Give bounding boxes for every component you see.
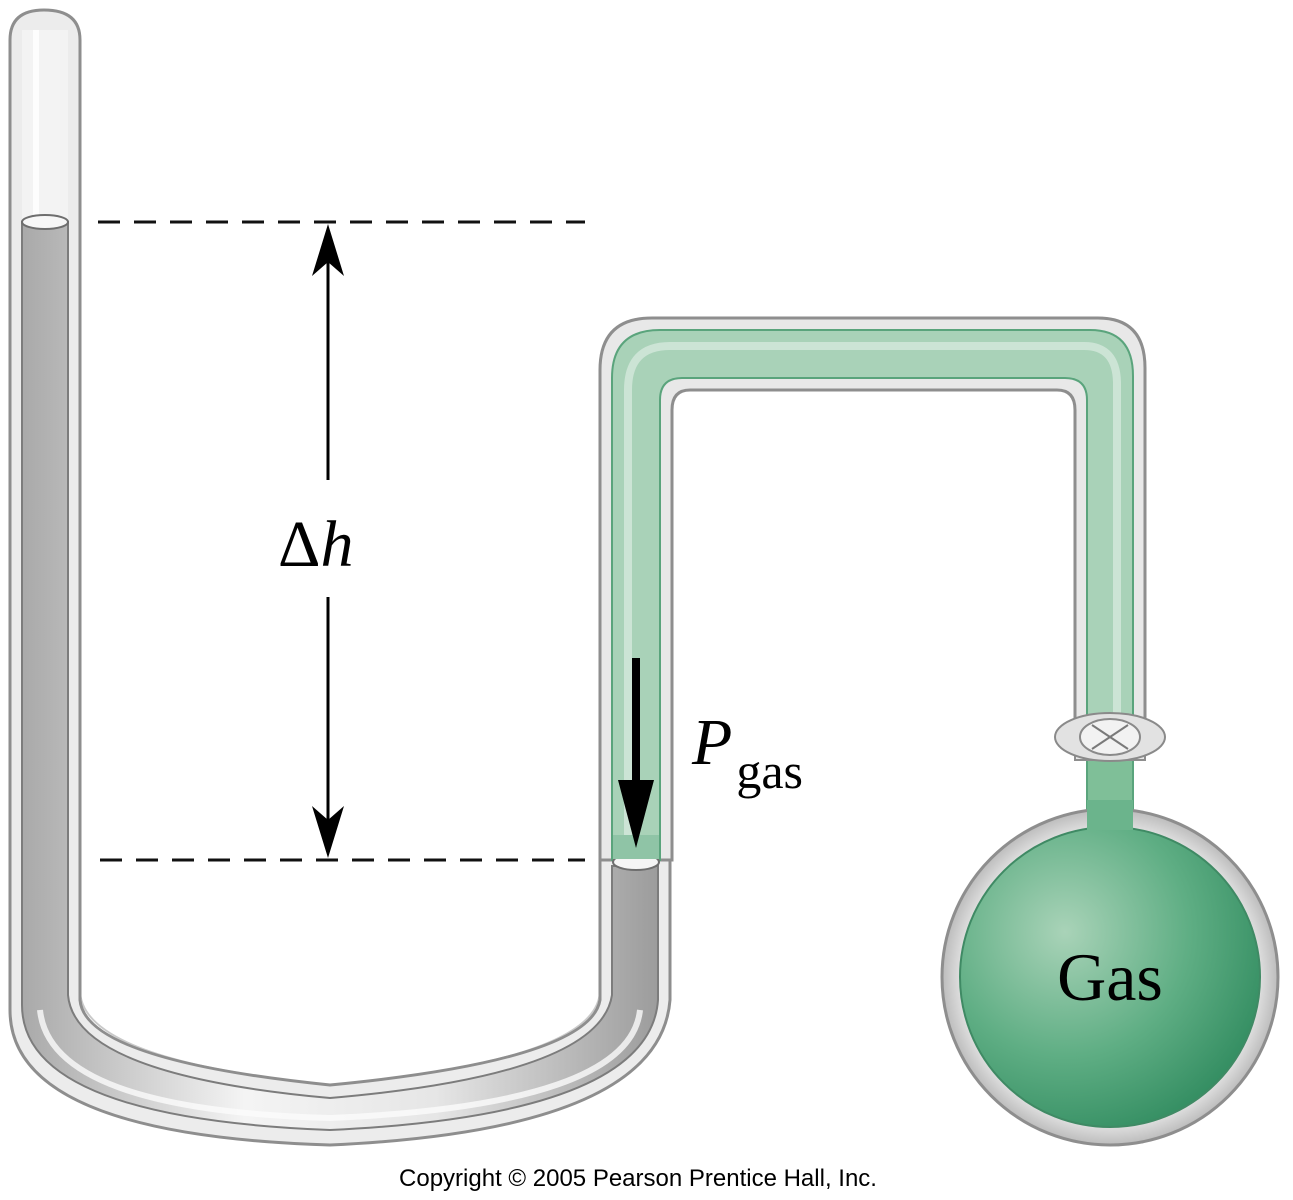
height-variable: h — [320, 508, 353, 581]
gas-tube-fill — [611, 329, 1134, 861]
pressure-variable: P — [691, 706, 732, 779]
left-column-liquid — [21, 221, 659, 1132]
delta-h-arrow — [312, 224, 344, 858]
gas-bulb-label: Gas — [1057, 939, 1163, 1015]
gas-tube-glass — [598, 316, 1147, 862]
tube-bottom-highlight — [37, 1009, 643, 1122]
delta-h-label: Δh — [278, 508, 353, 581]
pressure-arrow — [618, 658, 654, 848]
left-tube-empty-glass — [22, 30, 68, 222]
delta-symbol: Δ — [278, 508, 320, 581]
gas-bulb — [940, 800, 1280, 1147]
pressure-label: Pgas — [691, 706, 803, 799]
pressure-subscript: gas — [736, 743, 803, 799]
copyright-text: Copyright © 2005 Pearson Prentice Hall, … — [399, 1165, 877, 1192]
left-meniscus — [21, 214, 69, 230]
